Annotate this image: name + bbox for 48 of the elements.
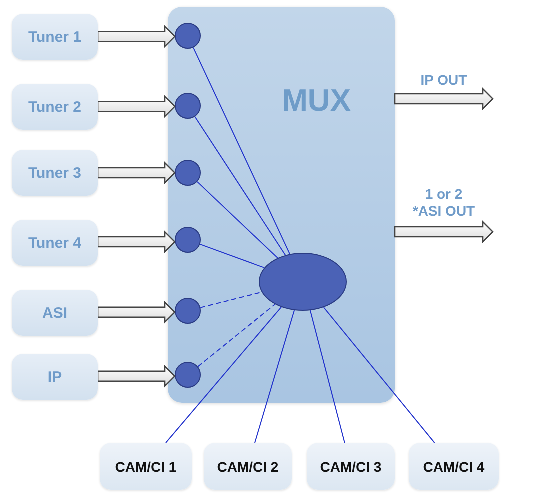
port-circle <box>175 298 201 324</box>
module-box <box>409 443 499 490</box>
block-arrow <box>97 25 176 48</box>
connector-line <box>194 116 286 256</box>
box-label: CAM/CI 2 <box>217 458 279 474</box>
box-label: CAM/CI 3 <box>320 458 382 474</box>
mux-block <box>168 7 395 403</box>
box-label: CAM/CI 4 <box>423 458 485 474</box>
port-circle <box>175 227 201 253</box>
block-arrow <box>97 161 176 185</box>
box-label: CAM/CI 1 <box>115 458 177 474</box>
port-circle <box>175 93 201 119</box>
input-box <box>12 150 98 196</box>
block-arrow <box>97 95 176 118</box>
block-arrow <box>97 230 176 254</box>
block-arrow <box>97 300 176 324</box>
connector-line <box>254 310 296 444</box>
connector-line <box>198 304 276 368</box>
module-box <box>307 443 395 490</box>
input-box <box>12 14 98 60</box>
box-label: ASI <box>42 304 68 322</box>
module-box <box>100 443 192 490</box>
connector-line <box>200 244 266 268</box>
block-title: MUX <box>282 83 351 119</box>
box-label: Tuner 3 <box>28 164 82 182</box>
connector-line <box>166 306 282 444</box>
port-circle <box>175 160 201 186</box>
box-label: Tuner 1 <box>28 28 82 46</box>
input-box <box>12 354 98 400</box>
block-arrow <box>394 87 494 111</box>
block-arrow <box>97 364 176 388</box>
port-circle <box>175 23 201 49</box>
connector-line <box>323 307 436 444</box>
input-box <box>12 220 98 266</box>
connector-line <box>310 310 346 444</box>
box-label: IP <box>48 368 62 386</box>
connector-line <box>196 181 278 259</box>
port-circle <box>175 362 201 388</box>
connector-line <box>200 292 262 308</box>
input-box <box>12 290 98 336</box>
box-label: Tuner 4 <box>28 234 82 252</box>
edge-label: IP OUT <box>420 72 468 89</box>
connector-line <box>193 47 291 255</box>
edge-label: 1 or 2 *ASI OUT <box>412 186 476 220</box>
box-label: Tuner 2 <box>28 98 82 116</box>
input-box <box>12 84 98 130</box>
module-box <box>204 443 292 490</box>
block-arrow <box>394 220 494 244</box>
